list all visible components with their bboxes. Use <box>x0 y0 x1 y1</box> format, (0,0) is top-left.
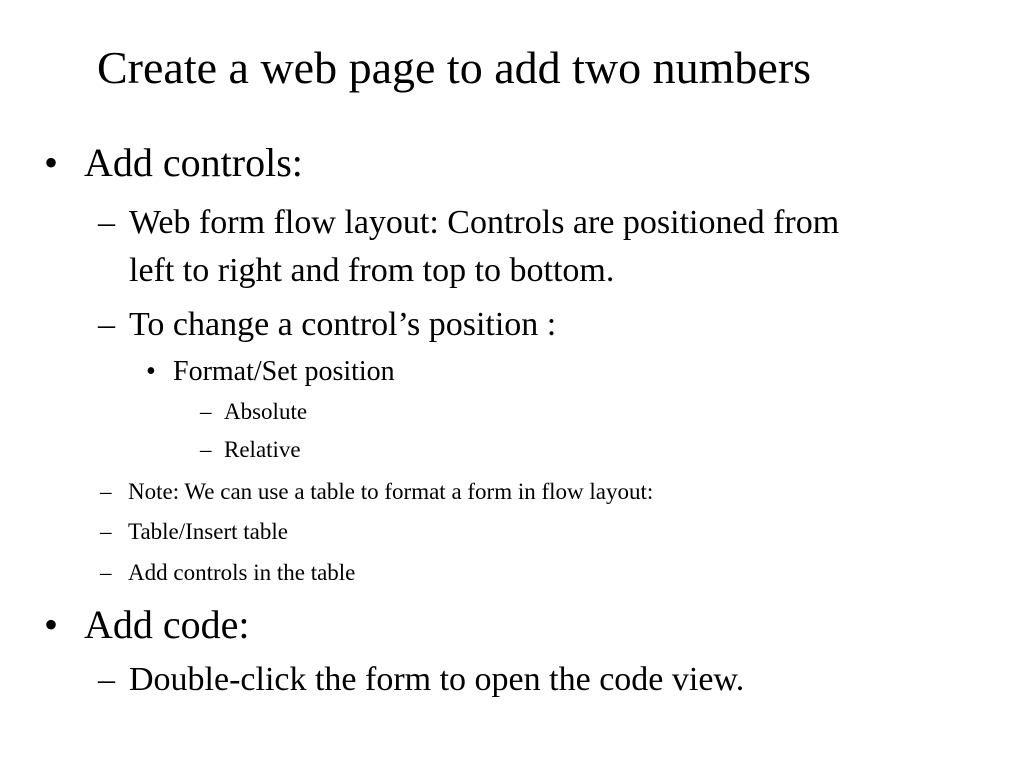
dash-level2-icon <box>98 199 115 247</box>
dash-level4-icon <box>200 436 212 464</box>
slide-title: Create a web page to add two numbers <box>97 42 812 93</box>
sub-item-add-controls-table: Add controls in the table <box>128 560 356 585</box>
bullet-add-code: Add code: <box>84 602 250 647</box>
item-relative: Relative <box>224 437 301 462</box>
sub-item-flow-layout-continuation: left to right and from top to bottom. <box>129 252 615 289</box>
dash-level2-icon <box>100 559 112 587</box>
bullet-level1-icon <box>44 601 58 649</box>
dash-level2-icon <box>98 301 115 349</box>
sub-item-flow-layout: Web form flow layout: Controls are posit… <box>129 204 840 241</box>
sub-item-note: Note: We can use a table to format a for… <box>128 479 654 504</box>
dash-level2-icon <box>100 478 112 506</box>
bullet-level3-icon <box>146 354 156 390</box>
dash-level2-icon <box>98 656 115 704</box>
item-format-set-position: Format/Set position <box>173 356 395 387</box>
sub-item-double-click: Double-click the form to open the code v… <box>129 661 745 698</box>
bullet-add-controls: Add controls: <box>84 140 303 185</box>
dash-level4-icon <box>200 398 212 426</box>
sub-item-change-position: To change a control’s position : <box>129 306 557 343</box>
item-absolute: Absolute <box>224 399 308 424</box>
sub-item-insert-table: Table/Insert table <box>128 519 288 544</box>
dash-level2-icon <box>100 518 112 546</box>
bullet-level1-icon <box>44 139 58 187</box>
